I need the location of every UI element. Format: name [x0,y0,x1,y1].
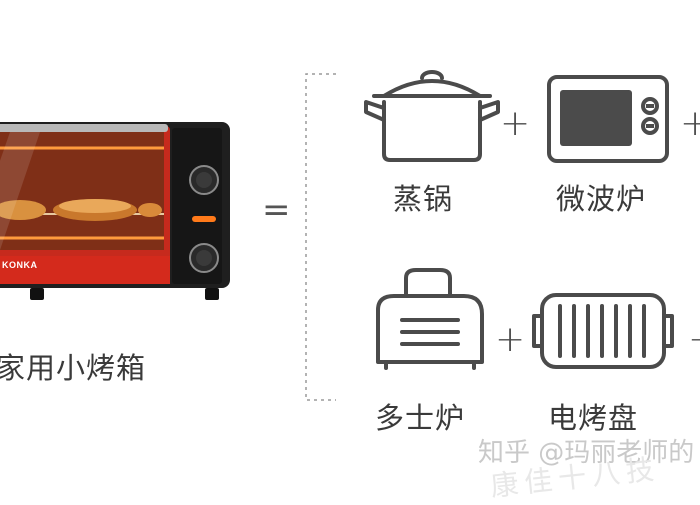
oven-caption: 家用小烤箱 [0,351,147,385]
steamer-pot-icon [360,62,500,172]
equals-sign: = [262,190,291,230]
zhihu-watermark: 知乎 @玛丽老师的 [478,438,695,468]
plus-sign: + [500,103,531,144]
toaster-oven-image: KONKA [0,118,240,318]
microwave-icon [546,74,670,166]
appliance-label-grill: 电烤盘 [548,401,639,435]
plus-sign: + [680,103,700,144]
plus-sign: + [495,319,526,360]
toaster-icon [372,266,492,370]
dashed-bracket [305,73,336,401]
appliance-label-microwave: 微波炉 [556,182,647,216]
appliance-label-toaster: 多士炉 [375,401,466,435]
toaster-oven-graphic [0,122,230,300]
grill-pan-icon [530,292,676,370]
plus-sign: + [688,322,700,358]
oven-brand-logo: KONKA [2,260,38,270]
appliance-label-steamer: 蒸锅 [393,182,454,216]
